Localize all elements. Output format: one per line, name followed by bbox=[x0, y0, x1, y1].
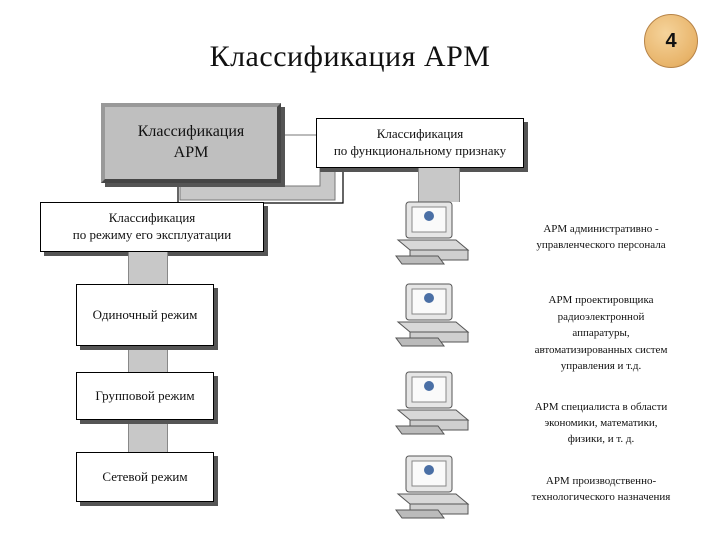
mode-connector-1 bbox=[128, 252, 168, 284]
functional-item-2: АРМ проектировщика радиоэлектронной аппа… bbox=[534, 294, 668, 372]
root-line1: Классификация bbox=[137, 123, 245, 141]
computer-icon bbox=[395, 455, 470, 519]
computer-icon bbox=[395, 201, 470, 265]
computer-icon bbox=[395, 283, 470, 347]
computer-icon bbox=[395, 371, 470, 435]
page-title: Классификация АРМ bbox=[209, 40, 491, 73]
functional-connector bbox=[418, 168, 460, 202]
root-classification-box: Классификация АРМ bbox=[101, 103, 281, 183]
mode-label: Групповой режим bbox=[95, 387, 195, 403]
mode-connector-3 bbox=[128, 420, 168, 452]
mode-connector-2 bbox=[128, 346, 168, 372]
exploitation-classification-box: Классификация по режиму его эксплуатации bbox=[40, 202, 264, 252]
mode-label: Одиночный режим bbox=[92, 306, 198, 322]
functional-item-3: АРМ специалиста в области экономики, мат… bbox=[534, 401, 668, 445]
slide-number-badge: 4 bbox=[644, 14, 698, 68]
functional-classification-box: Классификация по функциональному признак… bbox=[316, 118, 524, 168]
mode-label: Сетевой режим bbox=[102, 468, 188, 484]
mode-box-single: Одиночный режим bbox=[76, 284, 214, 346]
mode-box-network: Сетевой режим bbox=[76, 452, 214, 502]
functional-line2: по функциональному признаку bbox=[333, 143, 507, 158]
root-line2: АРМ bbox=[173, 144, 209, 161]
exploitation-line1: Классификация bbox=[108, 210, 196, 226]
mode-box-group: Групповой режим bbox=[76, 372, 214, 420]
functional-line1: Классификация bbox=[376, 126, 464, 142]
exploitation-line2: по режиму его эксплуатации bbox=[72, 227, 232, 242]
functional-item-1: АРМ административно - управленческого пе… bbox=[536, 223, 666, 251]
functional-item-4: АРМ производственно- технологического на… bbox=[531, 475, 671, 503]
